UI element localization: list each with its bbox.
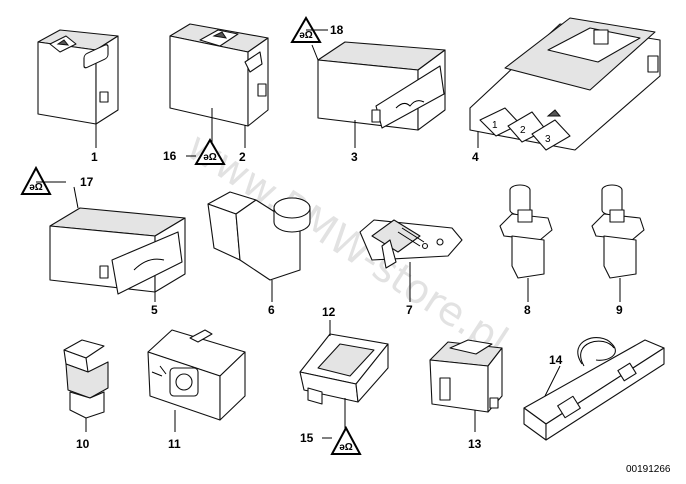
svg-text:ǝΩ: ǝΩ (29, 182, 43, 193)
part-13-indicator-switch[interactable] (429, 339, 503, 413)
part-number-17: 17 (80, 175, 94, 189)
part-5-trunk-switch[interactable] (49, 207, 186, 295)
svg-text:3: 3 (545, 134, 551, 145)
part-14-connector-cable[interactable] (523, 337, 665, 441)
part-number-15: 15 (300, 431, 314, 445)
svg-text:ǝΩ: ǝΩ (203, 152, 217, 163)
part-3-seat-heater-switch[interactable] (317, 41, 446, 131)
part-number-12: 12 (322, 305, 336, 319)
svg-text:1: 1 (492, 120, 498, 131)
part-number-8: 8 (524, 303, 531, 317)
part-number-13: 13 (468, 437, 482, 451)
part-12-switch[interactable] (299, 333, 389, 405)
part-number-5: 5 (151, 303, 158, 317)
part-number-2: 2 (239, 150, 246, 164)
diagram-reference: 00191266 (626, 464, 671, 475)
part-number-11: 11 (168, 437, 181, 451)
part-2-switch[interactable] (169, 23, 269, 127)
warning-triangle-icon: ǝΩ (20, 165, 52, 195)
part-number-10: 10 (76, 437, 90, 451)
part-number-7: 7 (406, 303, 413, 317)
part-9-plunger-switch[interactable] (591, 184, 645, 279)
part-number-4: 4 (472, 150, 479, 164)
part-10-connector[interactable] (63, 339, 109, 419)
part-1-hazard-switch[interactable] (37, 29, 119, 125)
part-number-18: 18 (330, 23, 344, 37)
warning-triangle-icon: ǝΩ (194, 138, 226, 165)
svg-text:2: 2 (520, 125, 526, 136)
svg-text:ǝΩ: ǝΩ (339, 442, 353, 453)
part-number-16: 16 (163, 149, 177, 163)
part-4-switch-center-tray[interactable]: 1 2 3 (469, 17, 661, 151)
part-number-3: 3 (351, 150, 358, 164)
part-number-1: 1 (91, 150, 98, 164)
part-6-sensor[interactable] (207, 191, 311, 281)
part-7-bracket-connector[interactable] (359, 219, 463, 269)
warning-triangle-icon: ǝΩ (330, 425, 362, 455)
part-number-9: 9 (616, 303, 623, 317)
part-8-plunger-switch[interactable] (499, 184, 553, 279)
svg-text:ǝΩ: ǝΩ (299, 30, 313, 41)
part-11-mirror-switch[interactable] (147, 329, 246, 421)
part-number-14: 14 (549, 353, 563, 367)
part-number-6: 6 (268, 303, 275, 317)
